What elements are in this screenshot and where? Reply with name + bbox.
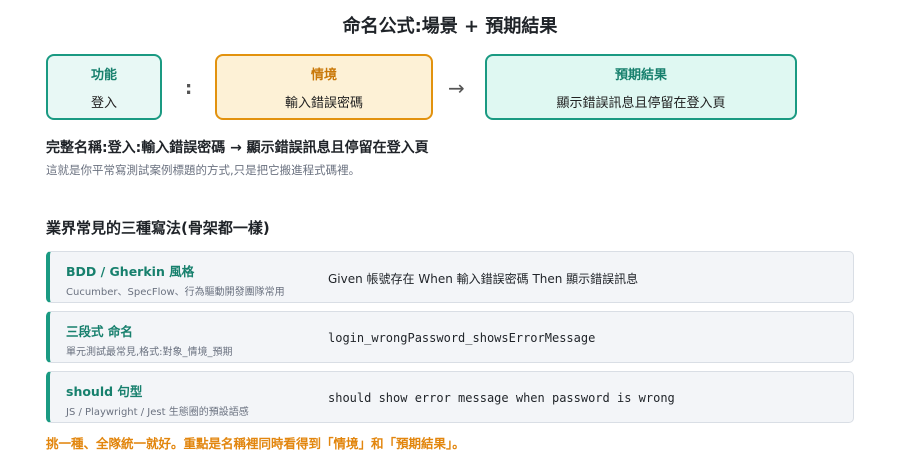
- full-name-note: 這就是你平常寫測試案例標題的方式,只是把它搬進程式碼裡。: [46, 163, 361, 177]
- style-example: should show error message when password …: [328, 391, 675, 405]
- style-row-three-part: 三段式 命名 單元測試最常見,格式:對象_情境_預期 login_wrongPa…: [46, 311, 854, 363]
- style-name: 三段式 命名: [66, 324, 133, 339]
- scenario-box: 情境 輸入錯誤密碼: [215, 54, 433, 120]
- style-row-bdd: BDD / Gherkin 風格 Cucumber、SpecFlow、行為驅動開…: [46, 251, 854, 303]
- result-value: 顯示錯誤訊息且停留在登入頁: [556, 95, 726, 111]
- style-row-should: should 句型 JS / Playwright / Jest 生態圈的預設語…: [46, 371, 854, 423]
- style-name: BDD / Gherkin 風格: [66, 264, 195, 279]
- style-name: should 句型: [66, 384, 143, 399]
- scenario-value: 輸入錯誤密碼: [284, 95, 363, 111]
- scenario-label: 情境: [310, 67, 337, 83]
- style-description: Cucumber、SpecFlow、行為驅動開發團隊常用: [66, 287, 285, 298]
- function-value: 登入: [90, 95, 117, 111]
- result-box: 預期結果 顯示錯誤訊息且停留在登入頁: [485, 54, 797, 120]
- colon-separator: :: [185, 78, 193, 99]
- style-description: 單元測試最常見,格式:對象_情境_預期: [66, 347, 233, 358]
- full-name-example: 完整名稱:登入:輸入錯誤密碼 → 顯示錯誤訊息且停留在登入頁: [46, 140, 429, 156]
- section-title: 業界常見的三種寫法(骨架都一樣): [46, 219, 270, 237]
- function-box: 功能 登入: [46, 54, 162, 120]
- style-example: Given 帳號存在 When 輸入錯誤密碼 Then 顯示錯誤訊息: [328, 272, 639, 286]
- function-label: 功能: [90, 67, 117, 83]
- arrow-right-icon: →: [448, 76, 465, 100]
- diagram-title: 命名公式:場景 + 預期結果: [342, 16, 558, 37]
- footer-tip: 挑一種、全隊統一就好。重點是名稱裡同時看得到「情境」和「預期結果」。: [46, 436, 465, 451]
- style-example: login_wrongPassword_showsErrorMessage: [328, 331, 596, 345]
- result-label: 預期結果: [614, 67, 667, 83]
- style-description: JS / Playwright / Jest 生態圈的預設語感: [66, 407, 249, 418]
